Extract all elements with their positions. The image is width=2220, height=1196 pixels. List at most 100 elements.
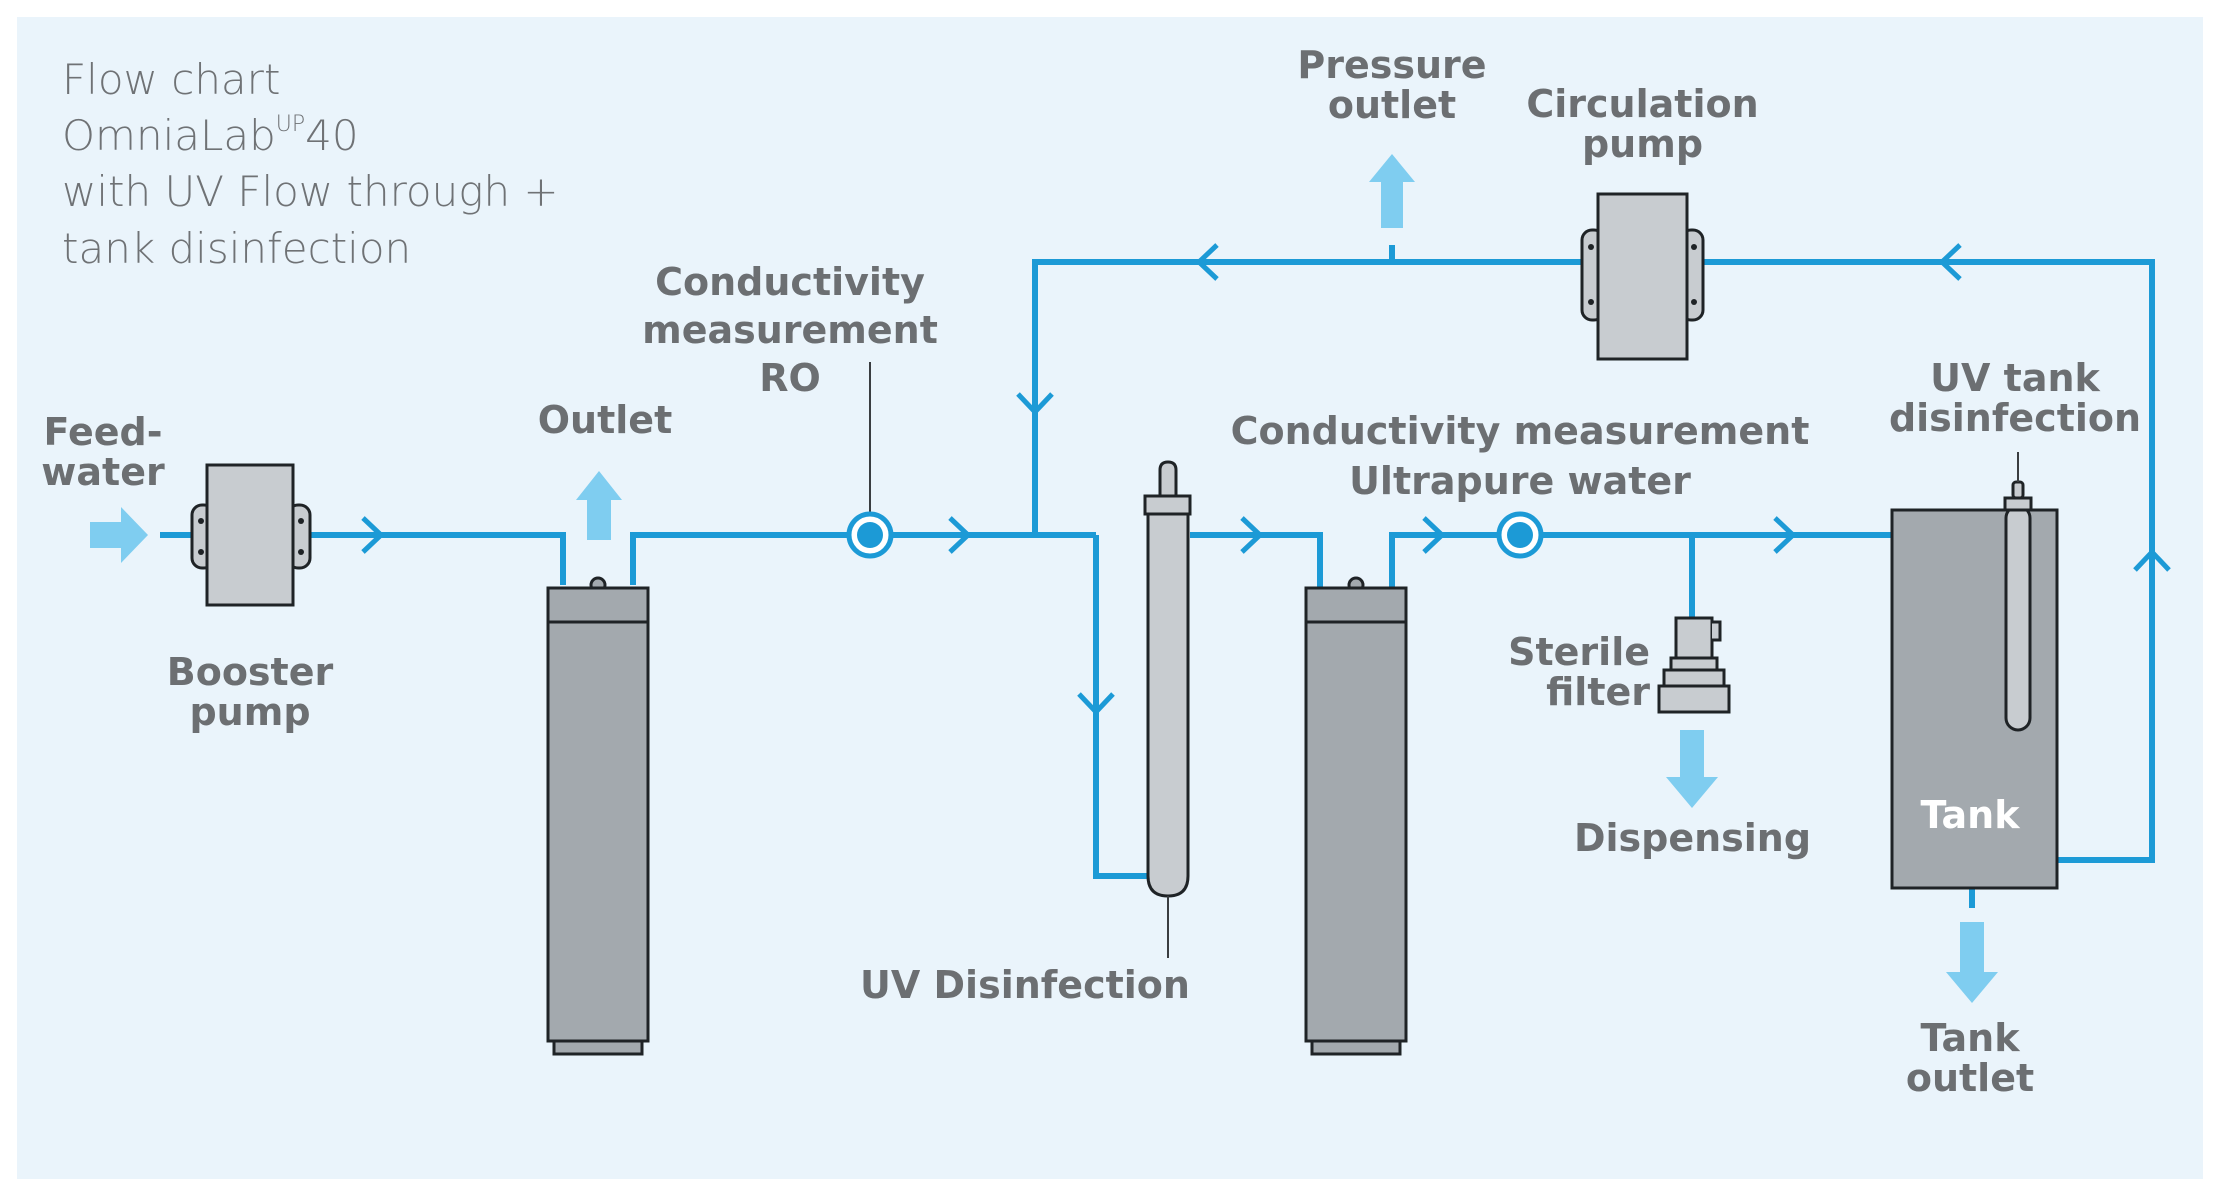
uv-tank-disinfection-label-line-2: disinfection — [1888, 396, 2142, 440]
ultrapure-cartridge-body — [1304, 586, 1408, 1043]
pressure-outlet-label-line-2: outlet — [1327, 83, 1457, 127]
tank — [1890, 480, 2059, 890]
pipe-return-right — [1703, 259, 2155, 863]
tank-uv-lamp-cap — [2003, 496, 2033, 512]
sterile-filter-label: Sterile filter — [1500, 632, 1650, 712]
chart-title-superscript: UP — [275, 112, 306, 137]
tank-outlet-label-line-2: outlet — [1905, 1056, 2035, 1100]
flow-chevrons — [361, 243, 2171, 716]
uv-disinfection-label: UV Disinfection — [860, 963, 1190, 1007]
leader-lines — [869, 362, 2019, 516]
booster-pump-label-line-2: pump — [189, 690, 311, 734]
sterile-filter-label-line-1: Sterile — [1508, 630, 1650, 674]
conductivity-ultrapure-label: Conductivity measurement Ultrapure water — [1230, 406, 1810, 506]
pipes — [160, 245, 2155, 908]
pipe-junction-down-to-uv — [1093, 535, 1155, 879]
sterile-filter-head — [1674, 616, 1714, 660]
flow-chevron — [1016, 392, 1054, 416]
sterile-filter-collar — [1662, 668, 1726, 688]
pipe-booster-to-ro — [310, 532, 566, 585]
tank-label: Tank — [1920, 793, 2020, 837]
ro-cartridge — [546, 576, 650, 1056]
circulation-pump-bolt — [1588, 299, 1594, 305]
flow-chevron — [1422, 516, 1446, 554]
uv-lamp-tube — [1146, 512, 1190, 898]
flow-chevron — [2133, 548, 2171, 572]
chart-title-line-4: tank disinfection — [62, 224, 412, 273]
flow-chevron — [1077, 692, 1115, 716]
booster-pump-label-line-1: Booster — [166, 650, 334, 694]
feedwater-label-line-2: water — [41, 450, 165, 494]
chart-title-product: OmniaLab — [62, 111, 276, 160]
conductivity-sensor-ultrapure — [1496, 511, 1544, 559]
ultrapure-cartridge-base — [1310, 1039, 1402, 1056]
pressure-outlet-label-line-1: Pressure — [1297, 43, 1487, 87]
feedwater-label-line-1: Feed- — [43, 410, 163, 454]
ro-cartridge-base — [552, 1039, 644, 1056]
chart-title-line-2: OmniaLabUP40 — [62, 111, 359, 160]
conductivity-ro-label-line-3: RO — [759, 356, 821, 400]
conductivity-ro-label-line-2: measurement — [642, 308, 938, 352]
dispensing-label: Dispensing — [1573, 816, 1812, 860]
uv-tank-disinfection-label-line-1: UV tank — [1930, 356, 2100, 400]
conductivity-ro-label-line-1: Conductivity — [655, 260, 925, 304]
conductivity-ro-label: Conductivity measurement RO — [640, 258, 940, 402]
flow-chevron — [1195, 243, 1219, 281]
tank-outlet-label: Tank outlet — [1880, 1018, 2060, 1098]
flow-chevron — [361, 516, 385, 554]
conductivity-sensor-ro — [846, 511, 894, 559]
chart-title-line-3: with UV Flow through + — [62, 167, 559, 216]
uv-lamp — [1143, 460, 1192, 958]
flow-chevron — [1773, 516, 1797, 554]
ro-cartridge-body — [546, 586, 650, 1043]
circulation-pump — [1580, 192, 1705, 361]
conductivity-sensor-ro-core — [857, 522, 883, 548]
circulation-pump-label: Circulation pump — [1520, 84, 1765, 164]
sterile-filter-handle — [1712, 620, 1722, 642]
booster-pump-label: Booster pump — [160, 652, 340, 732]
ultrapure-cartridge — [1304, 576, 1408, 1056]
chart-title-model-number: 40 — [305, 111, 359, 160]
dispensing-arrow — [1666, 730, 1718, 808]
flow-chevron — [1938, 243, 1962, 281]
booster-pump — [190, 463, 312, 607]
feedwater-inlet-arrow — [90, 507, 148, 563]
uv-tank-disinfection-label: UV tank disinfection — [1885, 358, 2145, 438]
circulation-pump-bolt — [1691, 299, 1697, 305]
circulation-pump-bolt — [1691, 244, 1697, 250]
sterile-filter-neck — [1669, 656, 1719, 672]
conductivity-ultrapure-label-line-2: Ultrapure water — [1349, 459, 1691, 503]
circulation-pump-label-line-2: pump — [1581, 122, 1704, 166]
tank-uv-lamp-tube — [2004, 504, 2032, 732]
conductivity-ultrapure-label-line-1: Conductivity measurement — [1230, 409, 1810, 453]
booster-pump-body — [205, 463, 295, 607]
chart-title-line-1: Flow chart — [62, 55, 281, 104]
tank-uv-lamp-tip — [2011, 480, 2025, 500]
booster-pump-bolt — [298, 549, 304, 555]
sterile-filter — [1657, 616, 1731, 714]
sterile-filter-label-line-2: filter — [1546, 670, 1650, 714]
diagram-panel — [17, 17, 2203, 1179]
pipe-filter2-to-tank — [1389, 532, 1892, 588]
pipe-return-top — [1032, 259, 1582, 535]
pressure-outlet-label: Pressure outlet — [1282, 45, 1502, 125]
circulation-pump-label-line-1: Circulation — [1526, 82, 1759, 126]
conductivity-sensors — [846, 511, 1544, 559]
uv-lamp-tip — [1158, 460, 1178, 498]
conductivity-sensor-ultrapure-core — [1507, 522, 1533, 548]
feedwater-label: Feed- water — [38, 412, 168, 492]
pressure-outlet-arrow — [1369, 154, 1415, 228]
outlet-label: Outlet — [537, 398, 673, 442]
booster-pump-bolt — [198, 549, 204, 555]
booster-pump-bolt — [198, 518, 204, 524]
pipe-uv-top-to-filter2 — [1190, 532, 1323, 588]
tank-outlet-arrow — [1946, 922, 1998, 1003]
pipe-ro-to-junction — [630, 532, 1096, 585]
sterile-filter-base — [1657, 684, 1731, 714]
outlet-arrows — [90, 154, 1998, 1003]
circulation-pump-bolt — [1588, 244, 1594, 250]
booster-pump-bolt — [298, 518, 304, 524]
flow-chevron — [948, 516, 972, 554]
